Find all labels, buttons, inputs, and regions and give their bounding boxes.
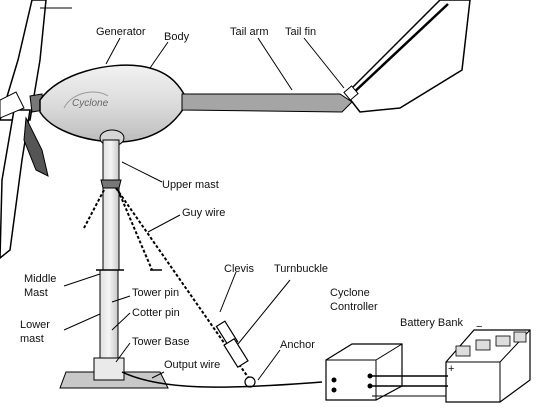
label-lower-mast-1: Lower	[20, 319, 50, 331]
label-turnbuckle: Turnbuckle	[274, 263, 328, 275]
label-generator: Generator	[96, 26, 146, 38]
leader-lines	[40, 7, 345, 381]
rotor-blades	[0, 0, 49, 259]
tower-mast	[96, 129, 125, 381]
turnbuckle-assembly	[215, 320, 256, 388]
label-output-wire: Output wire	[164, 359, 220, 371]
label-tower-pin: Tower pin	[132, 287, 179, 299]
tail-arm	[181, 93, 353, 113]
label-controller-1: Cyclone	[330, 287, 370, 299]
label-battery-bank: Battery Bank	[400, 317, 463, 329]
battery-plus-sign: +	[448, 363, 454, 375]
label-upper-mast: Upper mast	[162, 179, 219, 191]
output-wire	[121, 371, 323, 388]
tower-base	[59, 357, 169, 389]
brand-text: Cyclone	[72, 98, 109, 109]
label-cotter-pin: Cotter pin	[132, 307, 180, 319]
label-controller-2: Controller	[330, 301, 378, 313]
battery-bank: + −	[445, 321, 531, 403]
label-tail-fin: Tail fin	[285, 26, 316, 38]
label-tail-arm: Tail arm	[230, 26, 269, 38]
label-middle-mast-1: Middle	[24, 273, 56, 285]
labels: Generator Body Tail arm Tail fin Upper m…	[20, 26, 463, 371]
label-tower-base: Tower Base	[132, 336, 189, 348]
label-anchor: Anchor	[280, 339, 315, 351]
battery-minus-sign: −	[476, 321, 482, 333]
tail-fin	[343, 0, 471, 113]
label-guy-wire: Guy wire	[182, 207, 225, 219]
label-clevis: Clevis	[224, 263, 254, 275]
label-lower-mast-2: mast	[20, 333, 44, 345]
battery-wires	[370, 375, 448, 397]
label-middle-mast-2: Mast	[24, 287, 48, 299]
label-body: Body	[164, 31, 190, 43]
controller-box	[325, 343, 403, 401]
